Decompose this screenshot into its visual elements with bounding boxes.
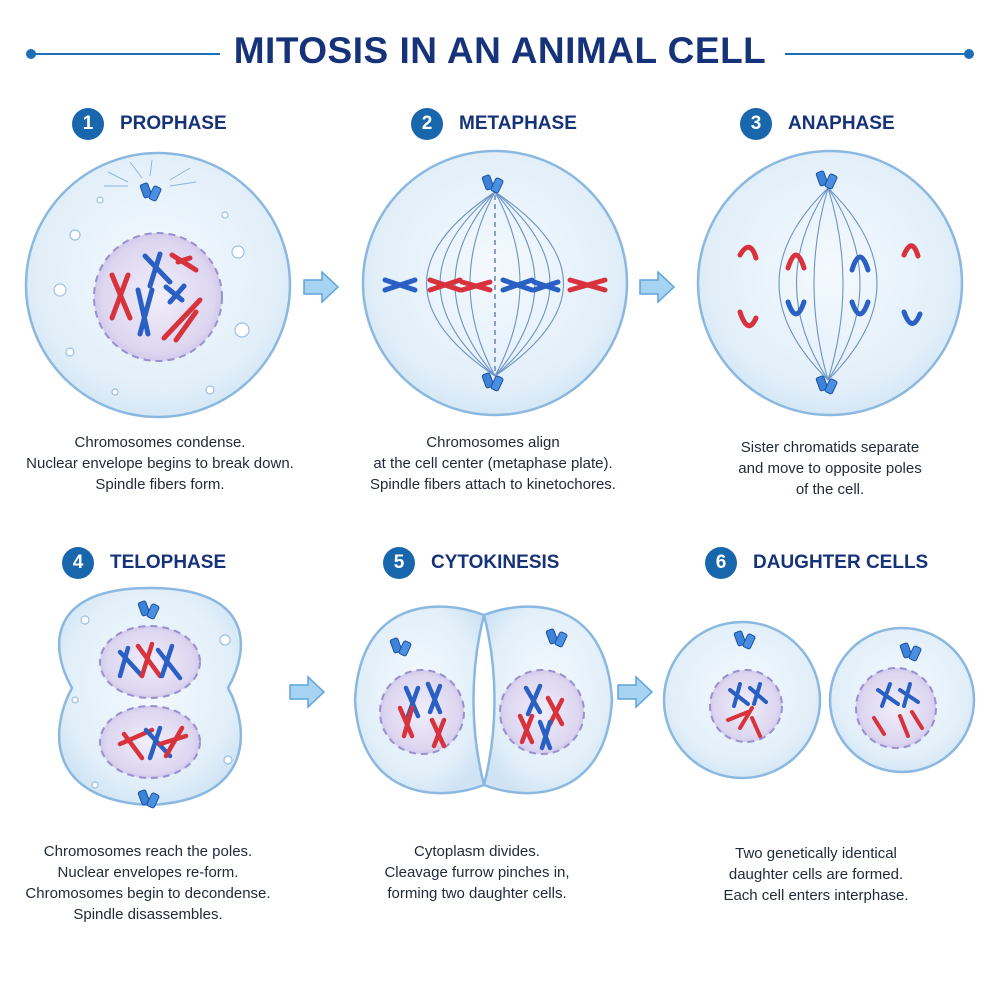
stage-2-title: METAPHASE [459,113,577,134]
page-title: MITOSIS IN AN ANIMAL CELL [233,30,767,71]
stage-6-title: DAUGHTER CELLS [753,552,929,573]
metaphase-cell [361,149,629,417]
stage-4-description: Chromosomes reach the poles. Nuclear env… [25,843,271,923]
stage-1-description: Chromosomes condense. Nuclear envelope b… [26,434,294,493]
title-row: MITOSIS IN AN ANIMAL CELL [0,22,1000,82]
stage-4-number-badge: 4 [62,547,94,579]
stage-5-number-badge: 5 [383,547,415,579]
stage-3-description: Sister chromatids separate and move to o… [738,439,922,498]
stage-2-number-badge: 2 [411,108,443,140]
stage-6-description: Two genetically identical daughter cells… [723,845,909,904]
title-line-left [30,53,220,55]
stage-5-description: Cytoplasm divides. Cleavage furrow pinch… [384,843,570,902]
cytokinesis-cells [353,605,614,795]
stage-1-title: PROPHASE [120,113,227,134]
stage-4-title: TELOPHASE [110,552,227,573]
title-line-right [785,53,970,55]
stage-5-title: CYTOKINESIS [431,552,560,573]
stage-3-number-badge: 3 [740,108,772,140]
stage-2-description: Chromosomes align at the cell center (me… [370,434,616,493]
anaphase-cell [696,149,964,417]
right-arrow-icon [289,676,325,708]
right-arrow-icon [639,271,675,303]
stage-1-number-badge: 1 [72,108,104,140]
right-arrow-icon [303,271,339,303]
title-dot-right [964,49,974,59]
right-arrow-icon [617,676,653,708]
daughter-cells [662,620,976,780]
stage-6-number-badge: 6 [705,547,737,579]
stage-3-title: ANAPHASE [788,113,895,134]
telophase-cell [57,586,243,809]
prophase-cell [24,151,292,419]
